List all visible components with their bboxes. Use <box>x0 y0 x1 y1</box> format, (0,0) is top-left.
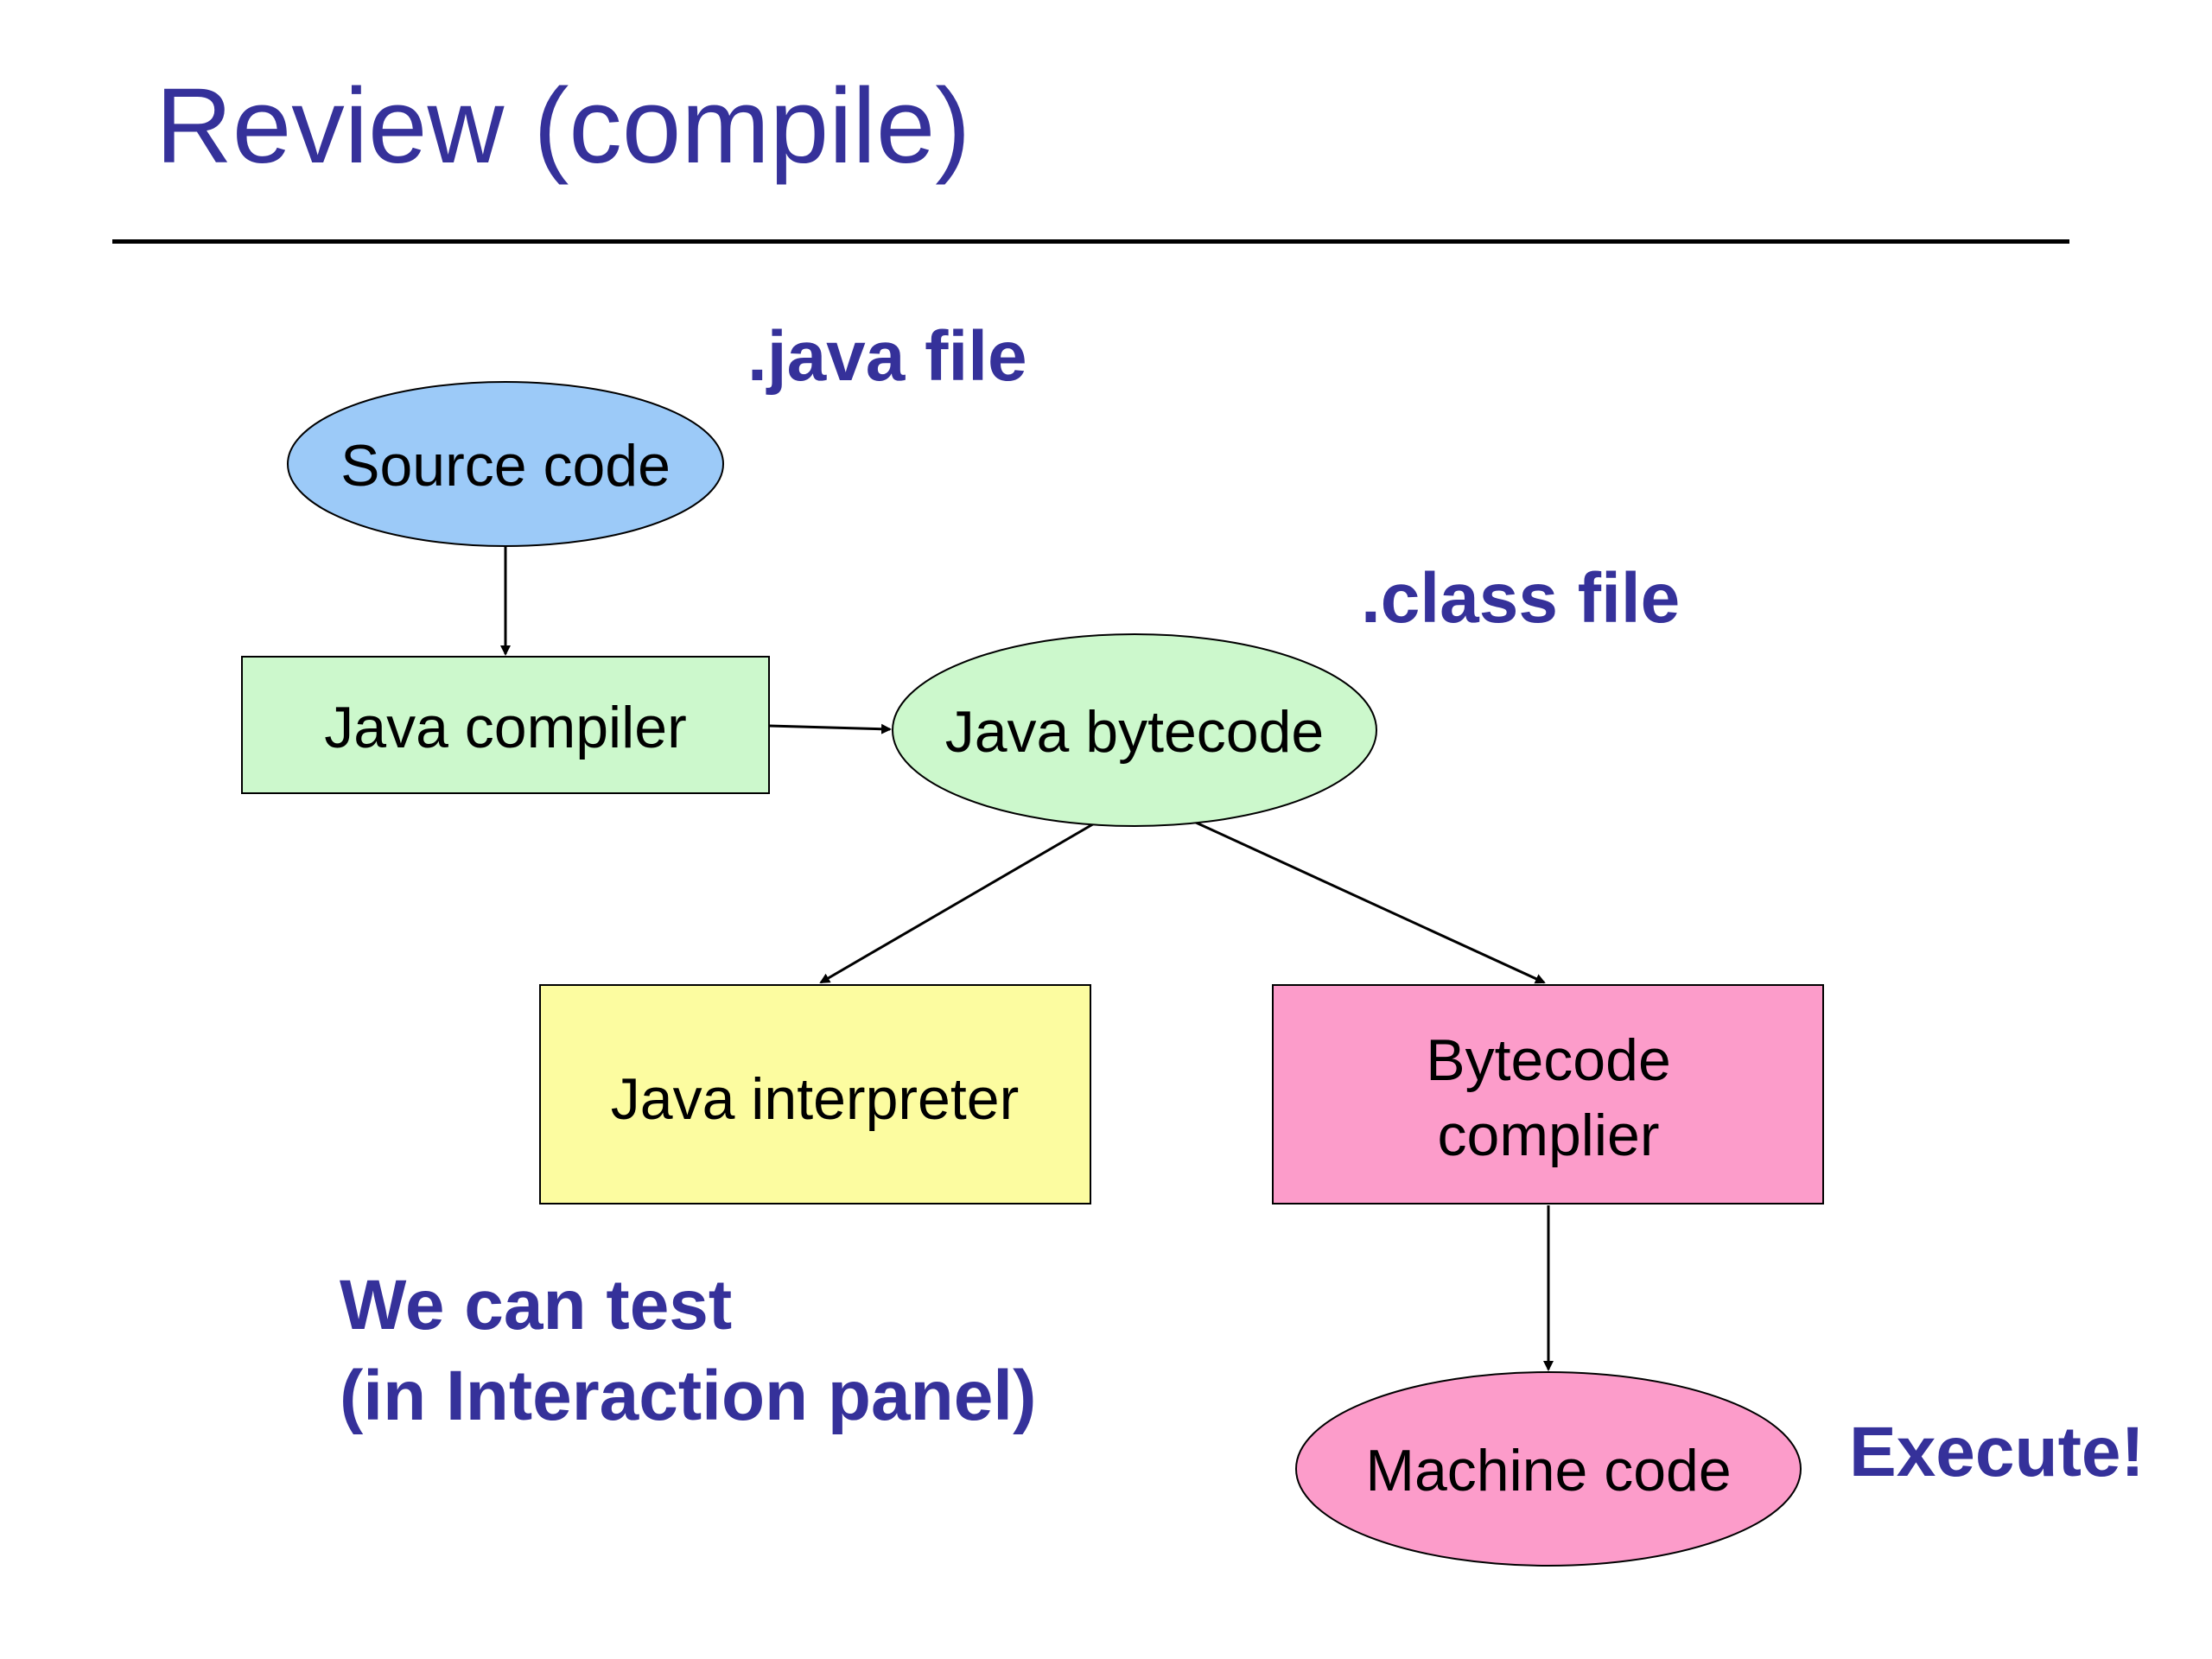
node-java-interpreter: Java interpreter <box>539 984 1091 1205</box>
execute-callout: Execute! <box>1849 1413 2145 1491</box>
node-java-compiler-shape <box>241 656 770 794</box>
node-bytecode-compiler-shape <box>1272 984 1824 1205</box>
edge-bytecode-to-bytecode-compiler <box>1193 820 1546 984</box>
node-bytecode-compiler-label-line1: Bytecode <box>1426 1027 1671 1093</box>
edge-compiler-to-bytecode <box>768 723 892 734</box>
test-callout-line1: We can test <box>340 1266 733 1344</box>
node-machine-code-shape <box>1295 1371 1802 1567</box>
node-machine-code: Machine code <box>1295 1371 1802 1567</box>
node-machine-code-label: Machine code <box>1365 1438 1731 1503</box>
slide-title: Review (compile) <box>156 67 971 186</box>
node-source-code: Source code <box>287 381 724 547</box>
node-java-bytecode-label: Java bytecode <box>945 699 1325 765</box>
node-java-compiler: Java compiler <box>241 656 770 794</box>
node-bytecode-compiler-label-line2: complier <box>1438 1103 1660 1168</box>
edge-bytecode-to-interpreter <box>819 817 1103 984</box>
class-file-callout: .class file <box>1361 559 1681 638</box>
test-callout-line2: (in Interaction panel) <box>340 1357 1037 1435</box>
node-source-code-label: Source code <box>340 433 671 499</box>
node-java-interpreter-label: Java interpreter <box>611 1066 1019 1132</box>
node-java-interpreter-shape <box>539 984 1091 1205</box>
java-file-callout: .java file <box>747 317 1027 396</box>
node-source-code-shape <box>287 381 724 547</box>
node-bytecode-compiler: Bytecode complier <box>1272 984 1824 1205</box>
node-java-bytecode: Java bytecode <box>892 633 1377 827</box>
node-java-bytecode-shape <box>892 633 1377 827</box>
node-java-compiler-label: Java compiler <box>324 695 687 760</box>
title-divider <box>112 239 2069 244</box>
